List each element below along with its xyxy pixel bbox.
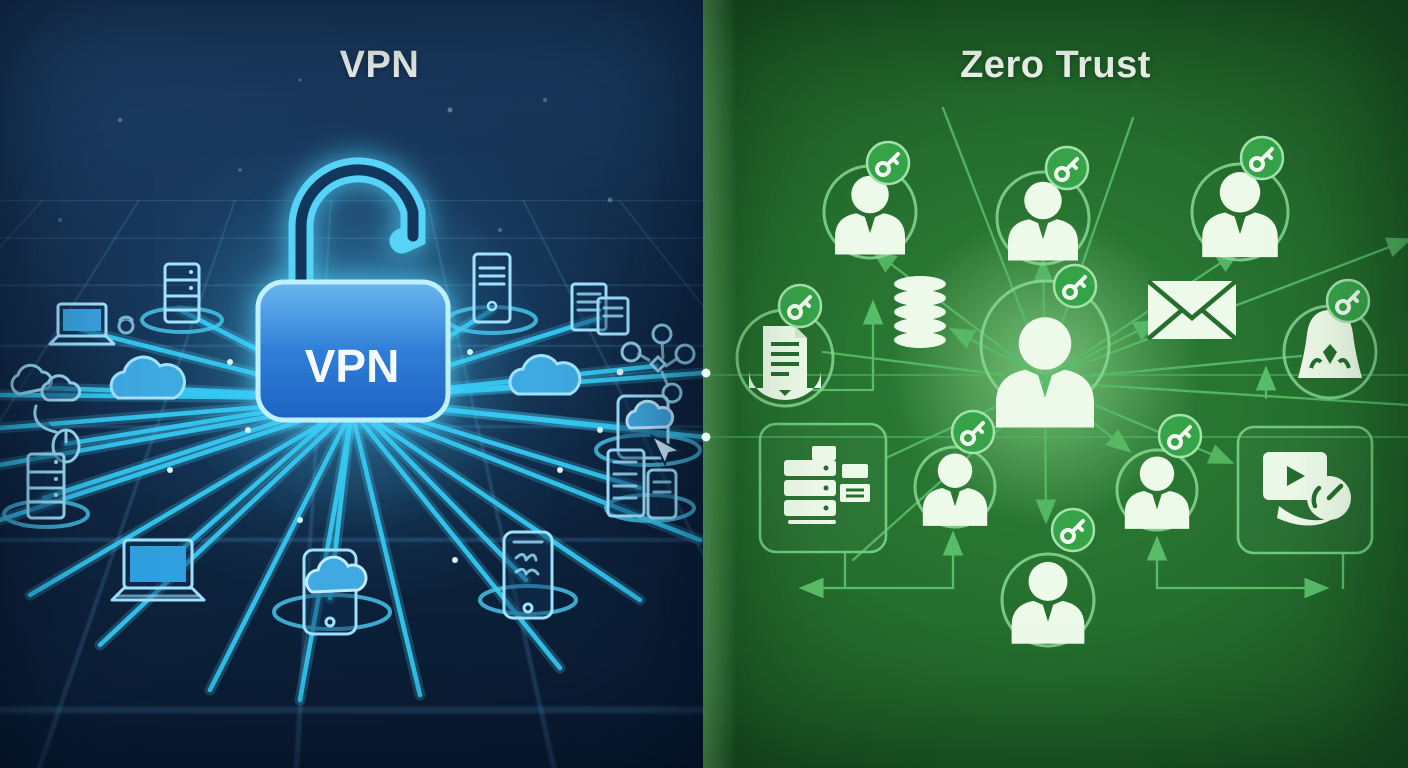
key-badge-icon: [1325, 278, 1371, 324]
media-monitor-icon: [1263, 452, 1351, 526]
phone-list-icon: [606, 448, 678, 520]
cloud-icon: [109, 355, 186, 400]
user-icon-top-center: [995, 170, 1091, 266]
server-rack-2-icon: [26, 452, 66, 520]
key-badge-icon: [1052, 263, 1098, 309]
user-icon-top-right: [1190, 162, 1290, 262]
bug-icon: [117, 315, 135, 335]
user-icon-bottom: [1000, 552, 1096, 648]
vpn-panel: VPN VPN: [0, 0, 703, 768]
zt-elbow-connectors: [761, 304, 1345, 599]
key-badge-icon: [1239, 135, 1285, 181]
server-rack-icon: [163, 262, 201, 324]
zero-trust-panel: Zero Trust: [703, 0, 1408, 768]
vpn-panel-title: VPN: [339, 44, 420, 86]
key-badge-icon: [1050, 507, 1096, 553]
phone-icon: [502, 530, 554, 620]
lock-label: VPN: [305, 340, 400, 392]
document-icon: [735, 308, 835, 408]
key-badge-icon: [1157, 413, 1203, 459]
zero-trust-panel-title: Zero Trust: [960, 44, 1151, 86]
server-stack-icon: [784, 446, 870, 524]
server-zone-box: [758, 422, 888, 554]
central-user-icon: [979, 279, 1111, 428]
key-badge-icon: [865, 140, 911, 186]
user-icon-lower-left: [913, 445, 997, 529]
media-zone-box: [1236, 425, 1374, 555]
zero-trust-scene: [703, 106, 1408, 648]
laptop-icon: [48, 302, 116, 346]
monitors-icon: [570, 282, 630, 336]
user-icon-lower-right: [1115, 448, 1199, 532]
key-badge-icon: [1044, 145, 1090, 191]
star-dots: [58, 78, 613, 232]
laptop-2-icon: [110, 538, 206, 602]
key-badge-icon: [777, 283, 823, 329]
open-padlock-icon: VPN: [255, 157, 451, 423]
mail-envelope-icon: [1146, 279, 1238, 341]
key-badge-icon: [950, 409, 996, 455]
vpn-network-scene: VPN: [0, 78, 703, 768]
database-icon: [894, 276, 946, 348]
server-tower-icon: [472, 252, 512, 324]
people-cluster-icon: [620, 323, 696, 404]
woman-user-icon: [1282, 304, 1378, 400]
cloud-blob-icon: [10, 363, 81, 402]
tablet-cloud-icon: [616, 394, 683, 467]
phone-cloud-icon: [302, 548, 368, 636]
